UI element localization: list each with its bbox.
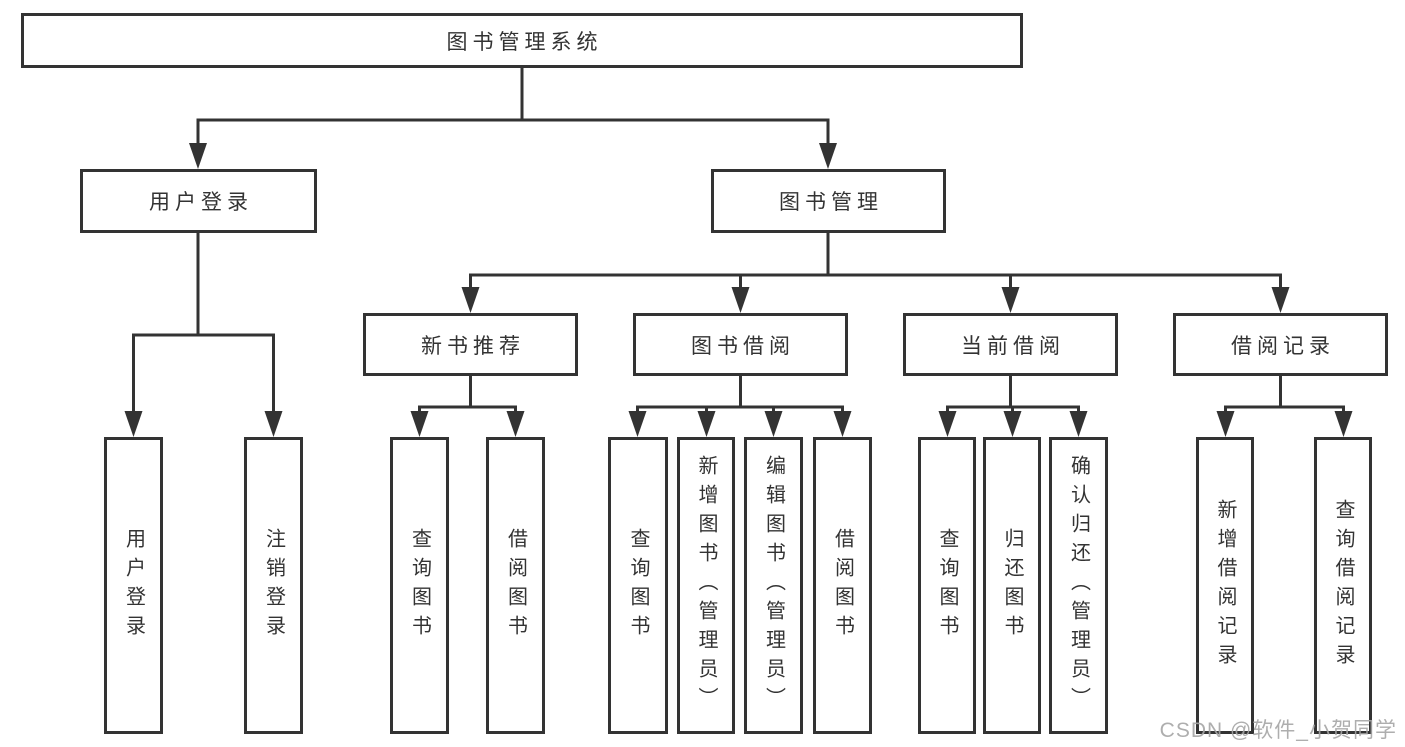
node-label: 查询图书	[408, 527, 431, 644]
csdn-watermark: CSDN @软件_小贺同学	[1159, 719, 1397, 742]
node-book-borrowing: 图书借阅	[633, 313, 848, 376]
node-label: 注销登录	[262, 527, 285, 644]
node-label: 用户登录	[149, 191, 253, 214]
leaf-confirm-return-admin: 确认归还（管理员）	[1049, 437, 1108, 734]
node-new-book-recommendation: 新书推荐	[363, 313, 578, 376]
node-label: 归还图书	[1001, 527, 1023, 644]
node-book-management: 图书管理	[711, 169, 946, 233]
node-label: 图书管理系统	[446, 30, 603, 54]
leaf-borrow-books: 借阅图书	[813, 437, 872, 734]
node-label: 借阅图书	[831, 527, 854, 644]
leaf-add-borrow-record: 新增借阅记录	[1196, 437, 1254, 734]
node-label: 查询图书	[936, 527, 958, 644]
node-label: 图书管理	[779, 191, 883, 214]
node-label: 查询图书	[627, 527, 649, 644]
leaf-borrow-books-recommend: 借阅图书	[486, 437, 545, 734]
node-label: 图书借阅	[691, 334, 795, 358]
node-label: 新增图书（管理员）	[695, 455, 717, 716]
leaf-return-books: 归还图书	[983, 437, 1041, 734]
node-library-management-system: 图书管理系统	[21, 13, 1023, 68]
node-user-login: 用户登录	[80, 169, 317, 233]
leaf-edit-book-admin: 编辑图书（管理员）	[744, 437, 803, 734]
node-label: 新增借阅记录	[1214, 498, 1236, 673]
leaf-logout: 注销登录	[244, 437, 303, 734]
leaf-query-borrow-record: 查询借阅记录	[1314, 437, 1372, 734]
leaf-query-books-current: 查询图书	[918, 437, 976, 734]
leaf-user-login: 用户登录	[104, 437, 163, 734]
node-label: 编辑图书（管理员）	[762, 455, 785, 716]
leaf-add-book-admin: 新增图书（管理员）	[677, 437, 735, 734]
node-label: 借阅记录	[1231, 334, 1335, 358]
node-label: 借阅图书	[504, 527, 527, 644]
node-label: 用户登录	[122, 527, 145, 644]
node-borrowing-records: 借阅记录	[1173, 313, 1388, 376]
node-current-borrowing: 当前借阅	[903, 313, 1118, 376]
node-label: 当前借阅	[961, 334, 1065, 358]
node-label: 确认归还（管理员）	[1067, 455, 1090, 716]
node-label: 新书推荐	[421, 334, 525, 358]
node-label: 查询借阅记录	[1332, 498, 1354, 673]
leaf-query-books-recommend: 查询图书	[390, 437, 449, 734]
leaf-query-books-borrowing: 查询图书	[608, 437, 668, 734]
